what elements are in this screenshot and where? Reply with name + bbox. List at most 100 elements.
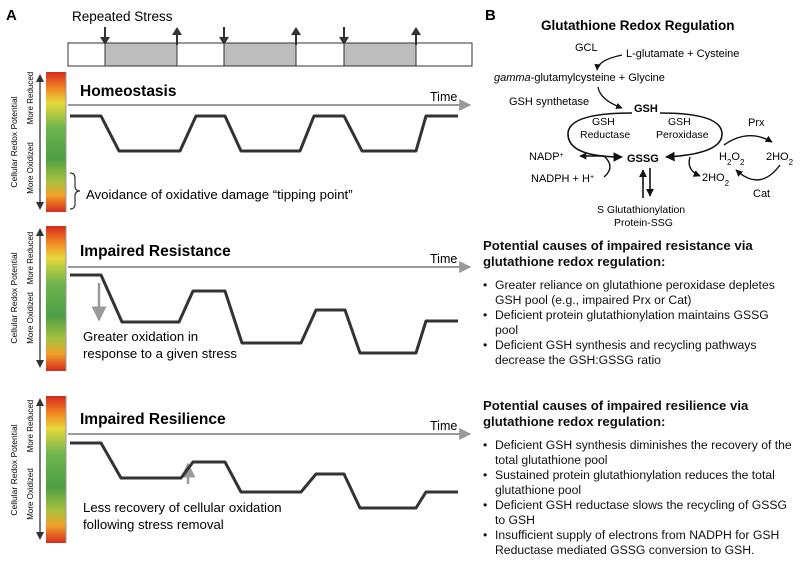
redox-gradient-bar-2	[46, 226, 66, 371]
gamma-glutamylcysteine-label: gamma-glutamylcysteine + Glycine	[494, 72, 665, 84]
resilience-panel: Impaired Resilience Time Less recovery o…	[46, 396, 472, 543]
nadph-arrow	[579, 152, 611, 178]
y-axis-label-1: Cellular Redox Potential	[9, 96, 19, 187]
gsh-peroxidase-label-1: GSH	[668, 116, 691, 128]
resilience-cause-item: Deficient GSH synthesis diminishes the r…	[483, 438, 795, 468]
more-reduced-1: More Reduced	[26, 72, 35, 124]
h2o2-sub2: 2	[740, 158, 745, 167]
resilience-title: Impaired Resilience	[80, 411, 226, 428]
stress-timeline-bar	[67, 42, 473, 67]
redox-gradient-bar-3	[46, 396, 66, 543]
resilience-causes-title-line2: glutathione redox regulation:	[483, 414, 666, 429]
resilience-annotation-line1: Less recovery of cellular oxidation	[83, 500, 282, 515]
resistance-cause-item: Deficient GSH synthesis and recycling pa…	[483, 338, 795, 368]
resilience-causes-list: Deficient GSH synthesis diminishes the r…	[483, 438, 795, 558]
gsh-peroxidase-loop	[659, 112, 723, 162]
resistance-title: Impaired Resistance	[80, 243, 231, 260]
resilience-causes-title: Potential causes of impaired resilience …	[483, 398, 795, 430]
redox-gradient-bar-1	[46, 72, 66, 212]
glutamate-cysteine-label: L-glutamate + Cysteine	[626, 48, 739, 60]
gsh-reductase-loop	[567, 112, 633, 162]
resistance-cause-item: Greater reliance on glutathione peroxida…	[483, 278, 795, 308]
more-oxidized-2: More Oxidized	[26, 292, 35, 344]
prx-arrow	[723, 135, 773, 146]
time-label-2: Time	[430, 252, 457, 266]
more-oxidized-1: More Oxidized	[26, 142, 35, 194]
more-reduced-2: More Reduced	[26, 232, 35, 284]
h2o2-sub1: 2	[727, 158, 732, 167]
resistance-causes-title-line1: Potential causes of impaired resistance …	[483, 238, 753, 253]
gsh-label: GSH	[634, 103, 658, 115]
resistance-causes-section: Potential causes of impaired resistance …	[483, 238, 795, 368]
resilience-cause-item: Sustained protein glutathionylation redu…	[483, 468, 795, 498]
gsh-synthesis-arrow	[597, 86, 623, 110]
tipping-point-brace	[69, 172, 81, 210]
more-oxidized-3: More Oxidized	[26, 468, 35, 520]
hob-label: 2HO2	[702, 172, 730, 188]
resilience-causes-section: Potential causes of impaired resilience …	[483, 398, 795, 558]
stress-period-1	[104, 42, 178, 67]
cat-arrow	[735, 164, 781, 181]
nadp-label: NADP+	[529, 151, 564, 163]
resilience-redox-trace	[70, 441, 458, 510]
repeated-stress-label: Repeated Stress	[72, 9, 173, 24]
resilience-cause-item: Deficient GSH reductase slows the recycl…	[483, 498, 795, 528]
h2o2-label: H2O2	[719, 151, 745, 167]
peroxidase-product-arrow	[688, 156, 701, 177]
h2o2-h: H	[719, 151, 727, 163]
gsh-reductase-label-2: Reductase	[580, 129, 630, 141]
resistance-panel: Impaired Resistance Time Greater oxidati…	[46, 226, 472, 371]
resistance-causes-list: Greater reliance on glutathione peroxida…	[483, 278, 795, 368]
resistance-redox-trace	[70, 273, 458, 355]
gcl-label: GCL	[575, 42, 598, 54]
gsh-peroxidase-label-2: Peroxidase	[656, 129, 709, 141]
gcl-arrow	[594, 54, 623, 71]
time-label-3: Time	[430, 419, 457, 433]
hob-text: 2HO	[702, 172, 725, 184]
h2o2-o: O	[731, 151, 740, 163]
hoa-label: 2HO2	[766, 151, 794, 167]
glutathione-cycle-diagram: GCL L-glutamate + Cysteine gamma-glutamy…	[494, 42, 794, 229]
cat-label: Cat	[753, 188, 770, 200]
prx-label: Prx	[748, 117, 765, 129]
hoa-text: 2HO	[766, 151, 789, 163]
gsh-synthetase-label: GSH synthetase	[509, 96, 589, 108]
gsh-reductase-label-1: GSH	[592, 116, 615, 128]
panel-a-letter: A	[6, 7, 17, 24]
nadph-sup: +	[590, 174, 594, 181]
resilience-causes-title-line1: Potential causes of impaired resilience …	[483, 398, 749, 413]
y-axis-label-2: Cellular Redox Potential	[9, 252, 19, 343]
stress-period-3	[343, 42, 417, 67]
homeostasis-redox-trace	[70, 114, 458, 153]
protein-ssg-label: Protein-SSG	[614, 217, 673, 229]
stress-period-2	[223, 42, 297, 67]
resilience-cause-item: Insufficient supply of electrons from NA…	[483, 528, 795, 558]
more-reduced-3: More Reduced	[26, 400, 35, 452]
homeostasis-panel: Homeostasis Time Avoidance of oxidative …	[46, 72, 472, 212]
stress-arrows	[100, 27, 421, 45]
resistance-annotation-line2: response to a given stress	[83, 346, 237, 361]
nadph-text: NADPH + H	[531, 173, 590, 185]
glutathione-title: Glutathione Redox Regulation	[541, 18, 735, 33]
gamma-rest: -glutamylcysteine + Glycine	[531, 72, 665, 84]
gamma-prefix: gamma	[494, 72, 531, 84]
hoa-sub: 2	[789, 158, 794, 167]
y-axis-label-3: Cellular Redox Potential	[9, 424, 19, 515]
homeostasis-annotation: Avoidance of oxidative damage “tipping p…	[86, 187, 353, 202]
homeostasis-title: Homeostasis	[80, 83, 176, 100]
time-label-1: Time	[430, 90, 457, 104]
y-axis-arrows	[36, 74, 44, 540]
resistance-cause-item: Deficient protein glutathionylation main…	[483, 308, 795, 338]
s-glutathionylation-label: S Glutathionylation	[597, 204, 685, 216]
hob-sub: 2	[725, 179, 730, 188]
nadph-label: NADPH + H+	[531, 173, 594, 185]
resistance-causes-title-line2: glutathione redox regulation:	[483, 254, 666, 269]
resistance-annotation-line1: Greater oxidation in	[83, 329, 198, 344]
resilience-annotation-line2: following stress removal	[83, 517, 224, 532]
gssg-label: GSSG	[627, 153, 659, 165]
nadp-sup: +	[560, 152, 564, 159]
panel-b-letter: B	[485, 7, 496, 24]
nadp-text: NADP	[529, 151, 560, 163]
resistance-causes-title: Potential causes of impaired resistance …	[483, 238, 795, 270]
